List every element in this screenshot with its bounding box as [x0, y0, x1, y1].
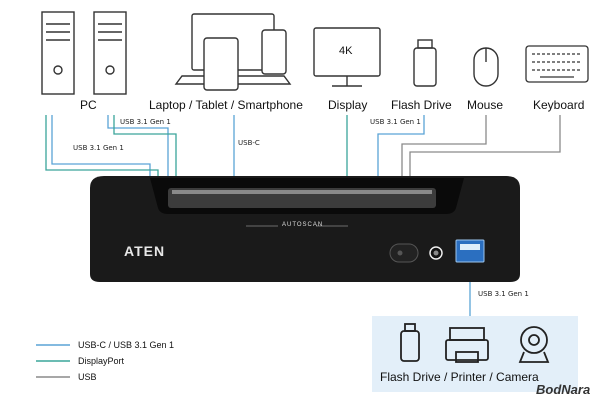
- printer-icon: [445, 327, 489, 363]
- front-flash-drive-icon: [400, 323, 420, 362]
- front-usb-port: [455, 239, 485, 263]
- display-resolution-label: 4K: [339, 45, 353, 57]
- legend-displayport: DisplayPort: [78, 356, 125, 366]
- front-devices-label: Flash Drive / Printer / Camera: [380, 370, 539, 384]
- autoscan-label: AUTOSCAN: [282, 222, 324, 228]
- pc-icon: [41, 11, 127, 95]
- flash-usb-line: [377, 115, 425, 180]
- front-button: [389, 243, 419, 263]
- keyboard-usb-line: [409, 115, 561, 180]
- pc-label: PC: [80, 98, 97, 112]
- legend-usbc: USB-C / USB 3.1 Gen 1: [78, 340, 175, 350]
- usb31-front-label: USB 3.1 Gen 1: [478, 290, 529, 298]
- usbc-label: USB-C: [238, 139, 260, 147]
- usb31-flash-label: USB 3.1 Gen 1: [370, 118, 421, 126]
- usb31-pc-top-label: USB 3.1 Gen 1: [120, 118, 171, 126]
- keyboard-icon: [525, 45, 589, 83]
- display-icon: [313, 27, 381, 87]
- keyboard-label: Keyboard: [533, 98, 585, 112]
- usb31-pc-low-label: USB 3.1 Gen 1: [73, 144, 124, 152]
- laptop-label: Laptop / Tablet / Smartphone: [149, 98, 303, 112]
- watermark: BodNara: [536, 382, 591, 397]
- pc2-usb-line: [107, 115, 169, 180]
- flash-drive-icon: [413, 39, 437, 87]
- legend-swatches: [36, 344, 70, 378]
- hub-brand-logo: ATEN: [124, 243, 166, 259]
- mouse-label: Mouse: [467, 98, 504, 112]
- pc1-usb-line: [51, 115, 151, 180]
- pc2-dp-line: [113, 115, 177, 180]
- display-label: Display: [328, 98, 368, 112]
- flash-drive-label: Flash Drive: [391, 98, 452, 112]
- connection-lines: [45, 115, 561, 318]
- legend-usb: USB: [78, 372, 97, 382]
- kvm-hub: [90, 176, 520, 282]
- mouse-usb-line: [401, 115, 487, 180]
- camera-icon: [518, 326, 550, 363]
- pc1-dp-line: [45, 115, 159, 180]
- laptop-tablet-phone-icon: [174, 13, 292, 91]
- mouse-icon: [473, 47, 499, 87]
